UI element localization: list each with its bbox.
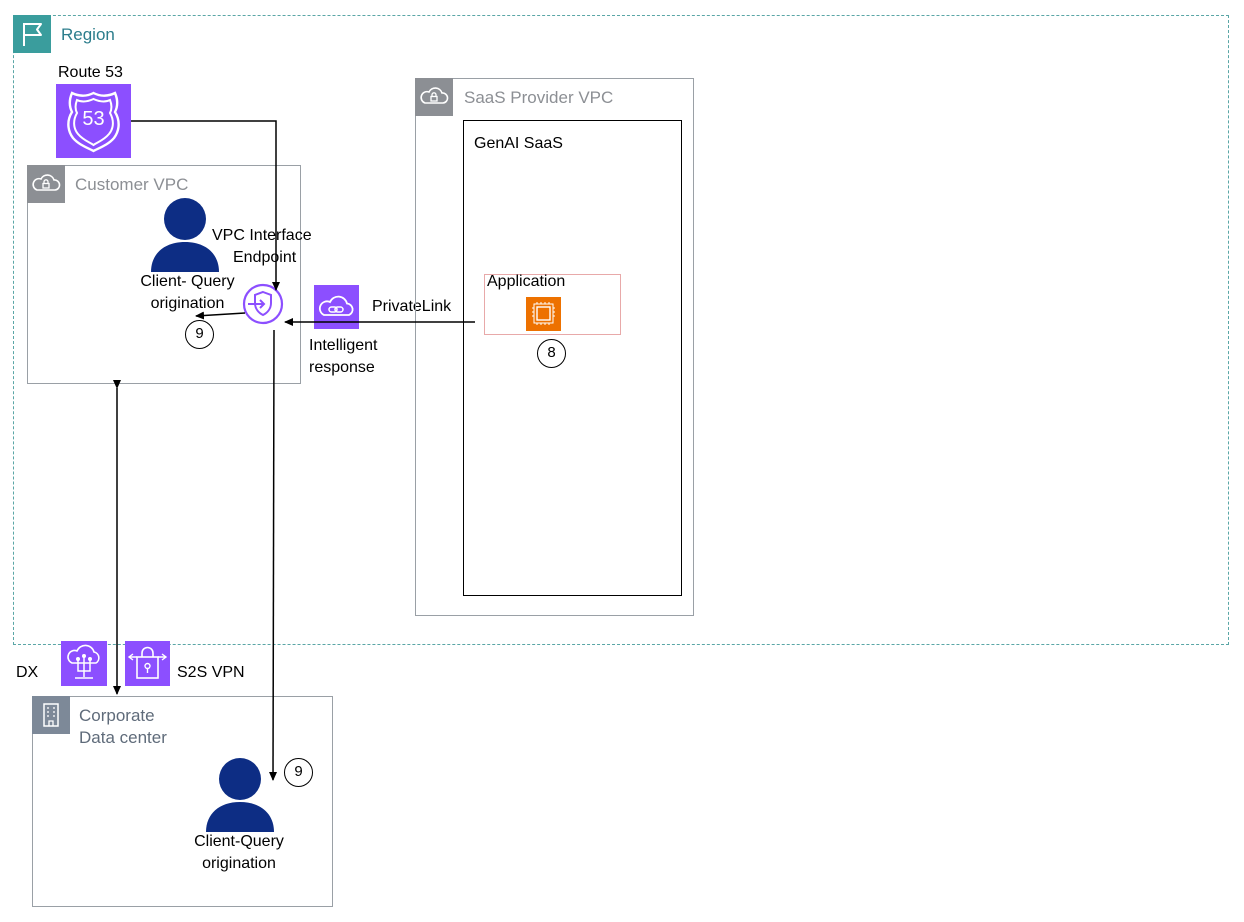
genai-saas-label: GenAI SaaS — [474, 135, 563, 152]
endpoint-to-client-connector — [195, 311, 246, 320]
route53-label: Route 53 — [58, 64, 123, 81]
endpoint-to-corporate-connector — [269, 329, 278, 781]
saas-vpc-label: SaaS Provider VPC — [464, 88, 614, 107]
client-bottom-line2: origination — [202, 855, 276, 872]
corporate-label-line1: Corporate — [79, 706, 155, 725]
route53-to-endpoint-connector — [131, 120, 280, 291]
s2s-vpn-label: S2S VPN — [177, 664, 245, 681]
region-group — [13, 15, 1229, 645]
cloud-lock-icon — [27, 165, 65, 203]
application-box — [484, 274, 621, 335]
route53-icon[interactable]: 53 — [56, 84, 131, 158]
genai-saas-box — [463, 120, 682, 596]
endpoint-icon[interactable] — [238, 282, 288, 328]
direct-connect-icon[interactable] — [61, 641, 107, 686]
cloud-lock-icon — [415, 78, 453, 116]
customer-vpc-label: Customer VPC — [75, 175, 189, 194]
intelligent-line2: response — [309, 359, 375, 376]
customer-vpc-group — [27, 165, 301, 384]
step-8-badge: 8 — [537, 339, 566, 368]
route53-badge: 53 — [82, 108, 105, 130]
user-icon — [203, 756, 277, 832]
client-top-line1: Client- Query — [140, 273, 235, 290]
endpoint-label-line1: VPC Interface — [212, 227, 312, 244]
flag-icon — [13, 15, 51, 53]
corporate-dc-group — [32, 696, 333, 907]
intelligent-line1: Intelligent — [309, 337, 378, 354]
dx-label: DX — [16, 664, 39, 681]
step-9-badge-top: 9 — [185, 320, 214, 349]
privatelink-label: PrivateLink — [372, 298, 452, 315]
ec2-icon[interactable] — [526, 297, 561, 331]
region-label: Region — [61, 25, 115, 44]
client-top-line2: origination — [150, 295, 225, 312]
user-icon — [148, 196, 222, 272]
client-bottom-line1: Client-Query — [194, 833, 284, 850]
corporate-label-line2: Data center — [79, 728, 167, 747]
building-icon — [32, 696, 70, 734]
application-label: Application — [487, 273, 566, 290]
vpn-icon[interactable] — [125, 641, 170, 686]
endpoint-label-line2: Endpoint — [233, 249, 297, 266]
step-9-badge-bottom: 9 — [284, 758, 313, 787]
saas-vpc-group — [415, 78, 694, 616]
